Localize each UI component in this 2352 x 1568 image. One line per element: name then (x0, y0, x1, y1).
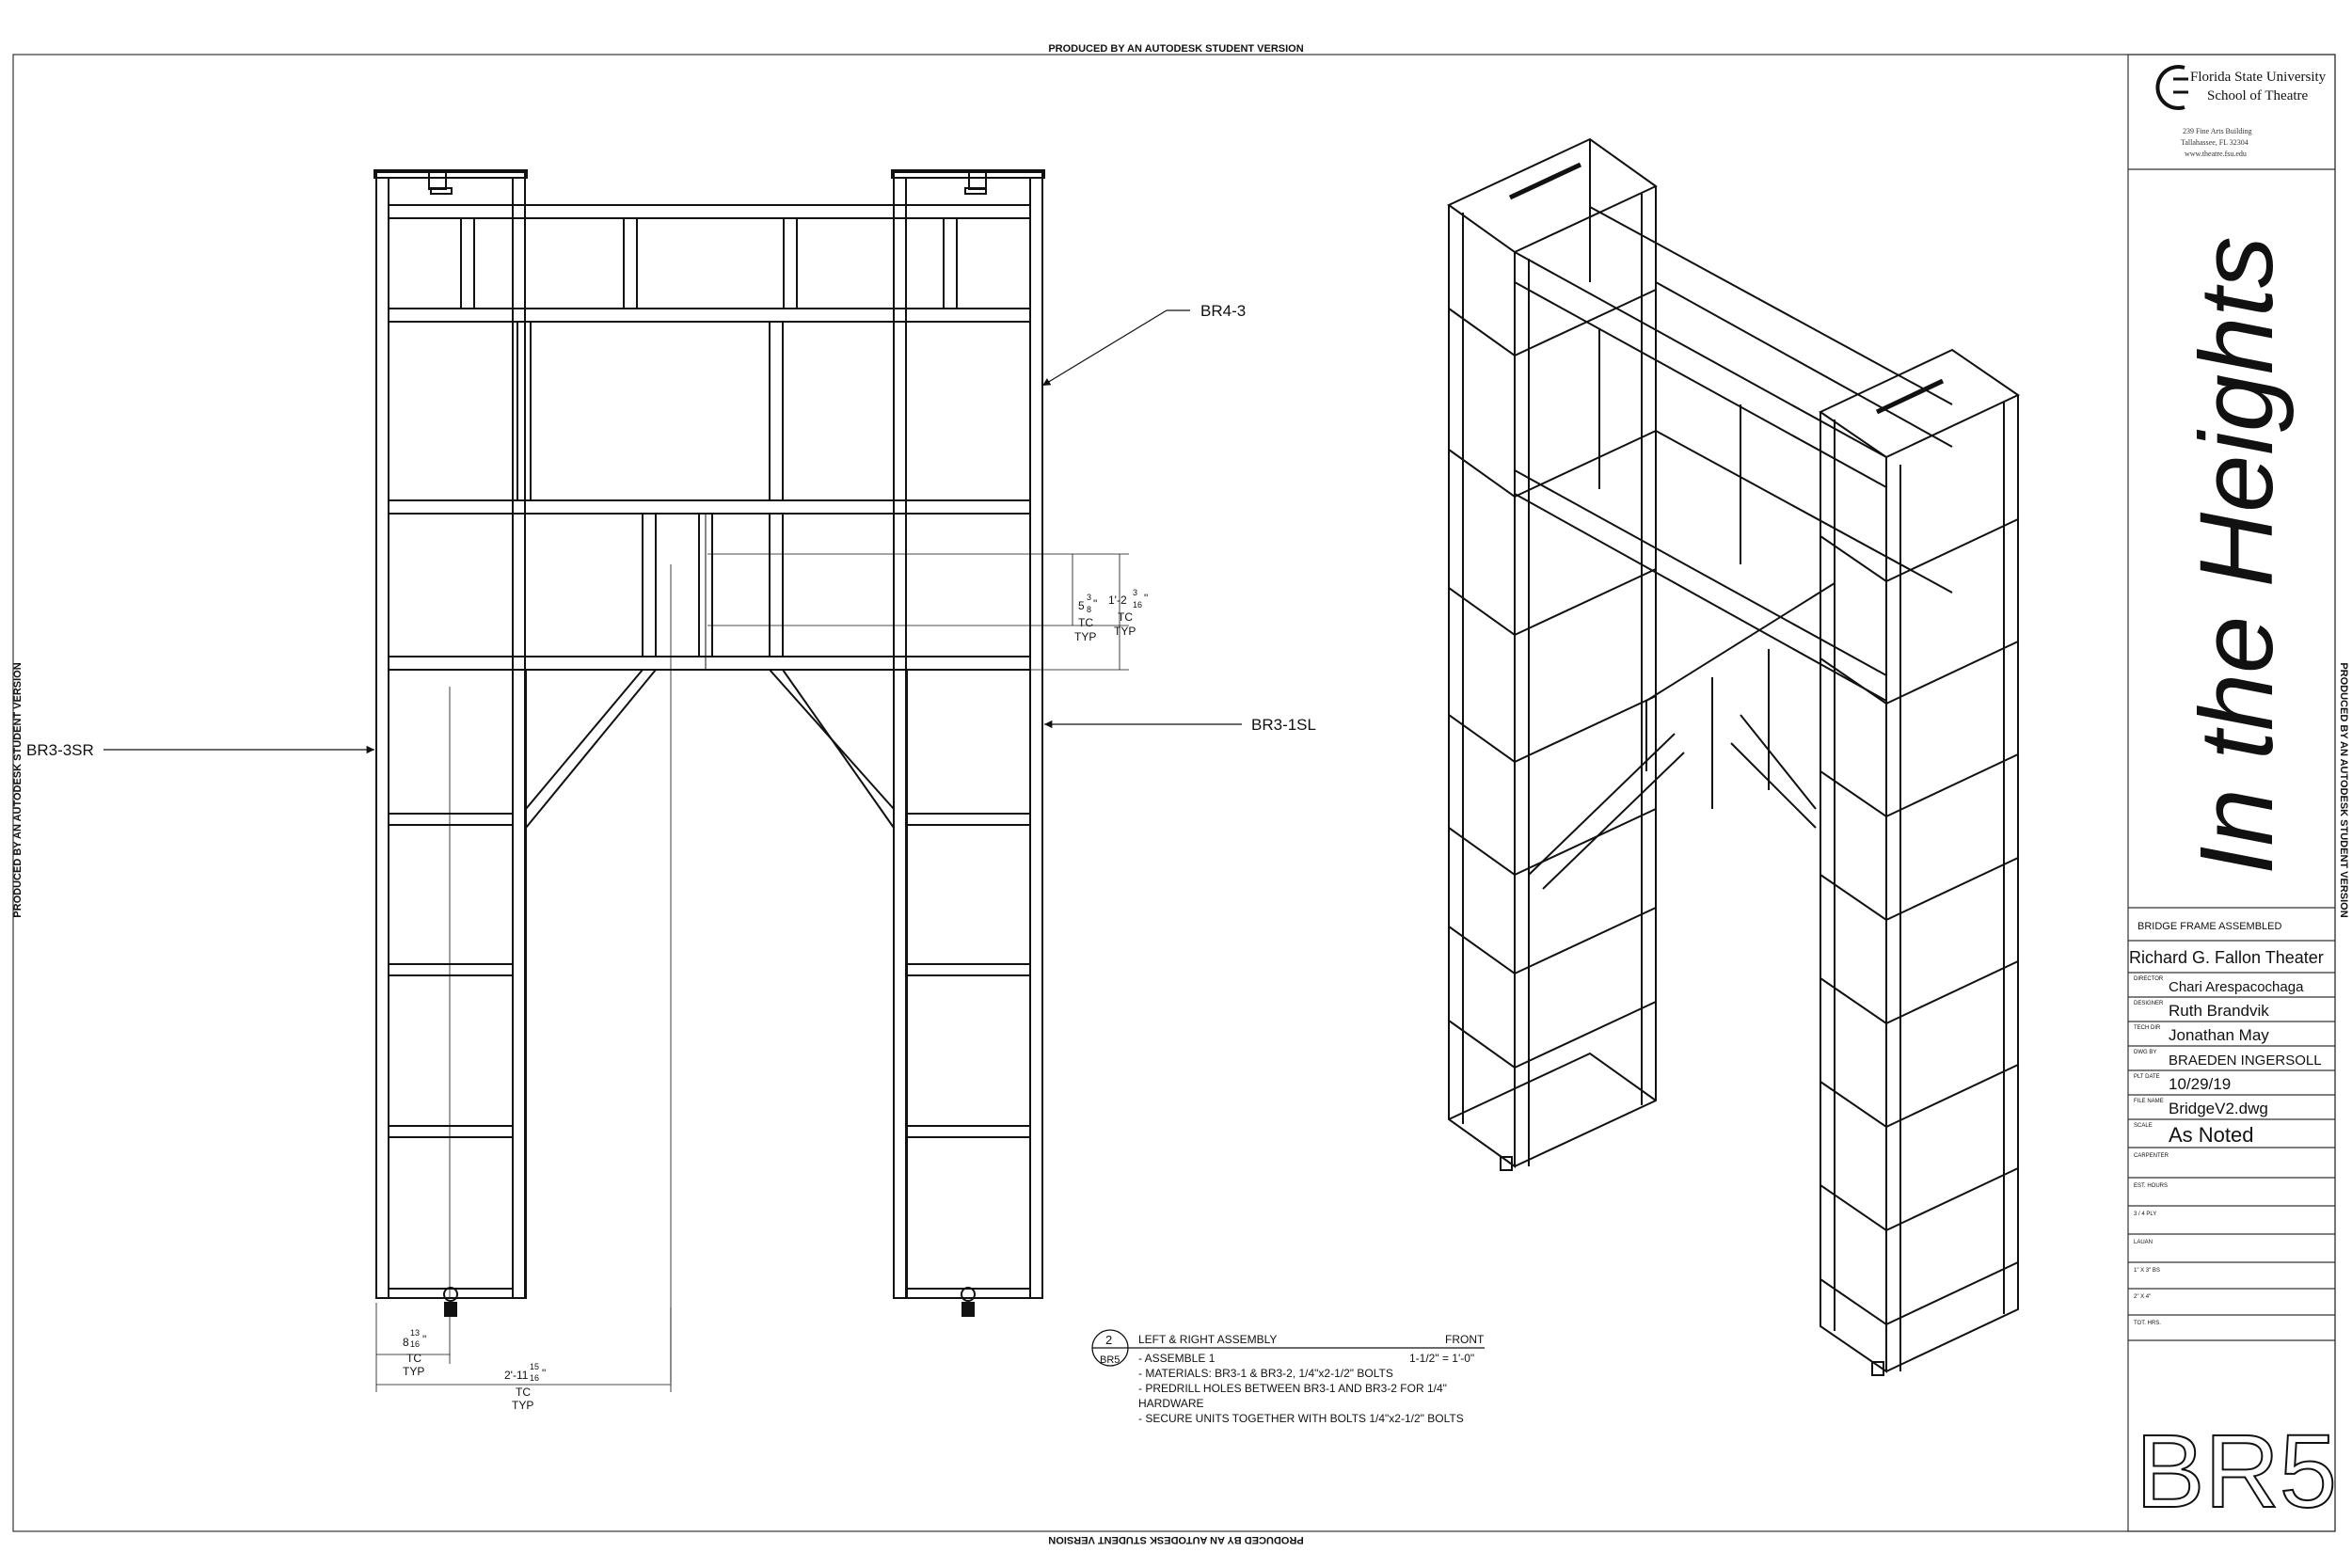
field-label-file-name: FILE NAME (2134, 1099, 2164, 1104)
callout-note: HARDWARE (1138, 1397, 1204, 1410)
front-view-leaders (103, 309, 1242, 1392)
svg-text:TC: TC (1118, 610, 1133, 624)
extra-field-label: CARPENTER (2134, 1153, 2169, 1159)
venue: Richard G. Fallon Theater (2129, 948, 2324, 967)
svg-text:": " (1093, 597, 1097, 610)
svg-text:1'-2: 1'-2 (1108, 594, 1127, 607)
field-value-file-name: BridgeV2.dwg (2169, 1100, 2268, 1117)
svg-text:15: 15 (530, 1362, 539, 1371)
svg-text:": " (422, 1333, 426, 1346)
label-br4-3: BR4-3 (1200, 302, 1246, 320)
watermark-top: PRODUCED BY AN AUTODESK STUDENT VERSION (1048, 43, 1303, 55)
field-label-dwg-by: DWG BY (2134, 1050, 2156, 1055)
address-3: www.theatre.fsu.edu (2185, 150, 2247, 158)
address-2: Tallahassee, FL 32304 (2181, 138, 2249, 147)
svg-text:TC: TC (406, 1352, 421, 1365)
dimension-inner-b: 1'-2 3 16 " TC TYP (1108, 588, 1148, 638)
extra-field-label: EST. HOURS (2134, 1183, 2168, 1189)
svg-text:TYP: TYP (403, 1365, 424, 1378)
fsu-logo-icon (2155, 65, 2188, 110)
callout-note: - ASSEMBLE 1 (1138, 1352, 1216, 1365)
extra-field-label: 3 / 4 PLY (2134, 1212, 2156, 1217)
field-value-tech-dir: Jonathan May (2169, 1026, 2269, 1044)
drawing-title: BRIDGE FRAME ASSEMBLED (2137, 921, 2281, 932)
dimension-bottom-a: 8 13 16 " TC TYP (403, 1328, 426, 1378)
svg-text:16: 16 (1133, 600, 1142, 610)
label-br3-3sr: BR3-3SR (26, 741, 94, 759)
svg-text:13: 13 (410, 1328, 420, 1338)
field-value-plt-date: 10/29/19 (2169, 1075, 2231, 1093)
callout-note: - MATERIALS: BR3-1 & BR3-2, 1/4"x2-1/2" … (1138, 1367, 1393, 1380)
svg-text:5: 5 (1078, 599, 1085, 612)
field-value-director: Chari Arespacochaga (2169, 979, 2304, 995)
callout-number: 2 (1105, 1333, 1112, 1347)
org-line2: School of Theatre (2207, 88, 2309, 103)
sheet-border (12, 54, 2336, 1532)
right-leg-frame (893, 171, 1043, 1299)
svg-text:3: 3 (1133, 588, 1137, 597)
watermark-bottom: PRODUCED BY AN AUTODESK STUDENT VERSION (1048, 1534, 1303, 1545)
callout-notes: - ASSEMBLE 1 - MATERIALS: BR3-1 & BR3-2,… (1138, 1352, 1464, 1425)
callout-title: LEFT & RIGHT ASSEMBLY (1138, 1333, 1277, 1346)
extra-field-label: 1" X 3" BS (2134, 1268, 2160, 1274)
dimension-inner-a: 5 3 8 " TC TYP (1074, 593, 1097, 643)
field-label-director: DIRECTOR (2134, 976, 2164, 982)
svg-text:3: 3 (1087, 593, 1091, 602)
svg-text:16: 16 (410, 1339, 420, 1349)
field-label-scale: SCALE (2134, 1123, 2153, 1129)
extra-field-label: TOT. HRS. (2134, 1321, 2161, 1326)
svg-text:16: 16 (530, 1373, 539, 1383)
extra-field-label: LAUAN (2134, 1240, 2153, 1245)
isometric-view (1447, 137, 2021, 1376)
extra-field-label: 2" X 4" (2134, 1294, 2151, 1300)
svg-text:": " (1144, 592, 1148, 605)
field-label-designer: DESIGNER (2134, 1001, 2164, 1006)
callout-note: - SECURE UNITS TOGETHER WITH BOLTS 1/4"x… (1138, 1412, 1464, 1425)
field-value-dwg-by: BRAEDEN INGERSOLL (2169, 1053, 2322, 1069)
show-title: In the Heights (2179, 236, 2295, 875)
callout-note: - PREDRILL HOLES BETWEEN BR3-1 AND BR3-2… (1138, 1382, 1447, 1395)
callout-view-type: FRONT (1445, 1333, 1485, 1346)
svg-text:TYP: TYP (1114, 625, 1136, 638)
sheet-number: BR5 (2136, 1414, 2337, 1529)
svg-text:": " (542, 1367, 546, 1380)
left-leg-frame (375, 171, 526, 1299)
field-value-designer: Ruth Brandvik (2169, 1002, 2269, 1020)
svg-text:8: 8 (403, 1336, 409, 1349)
address-1: 239 Fine Arts Building (2183, 127, 2252, 135)
svg-text:TC: TC (516, 1386, 531, 1399)
svg-text:2'-11: 2'-11 (504, 1369, 529, 1382)
svg-text:TC: TC (1078, 616, 1093, 629)
field-value-scale: As Noted (2169, 1123, 2254, 1147)
svg-text:TYP: TYP (1074, 630, 1096, 643)
label-br3-1sl: BR3-1SL (1251, 716, 1316, 734)
field-label-tech-dir: TECH DIR (2134, 1025, 2161, 1031)
org-line1: Florida State University (2190, 70, 2327, 85)
title-fields: DIRECTOR Chari Arespacochaga DESIGNER Ru… (2134, 976, 2322, 1147)
title-block (2127, 54, 2336, 1532)
field-label-plt-date: PLT DATE (2134, 1074, 2160, 1080)
title-extra-fields: CARPENTER EST. HOURS 3 / 4 PLY LAUAN 1" … (2134, 1153, 2169, 1326)
svg-text:TYP: TYP (512, 1399, 533, 1412)
dimension-bottom-b: 2'-11 15 16 " TC TYP (504, 1362, 546, 1412)
callout-sheet: BR5 (1100, 1354, 1120, 1366)
svg-text:8: 8 (1087, 605, 1091, 614)
front-elevation (373, 169, 1045, 1383)
watermark-left: PRODUCED BY AN AUTODESK STUDENT VERSION (12, 662, 24, 917)
watermark-right: PRODUCED BY AN AUTODESK STUDENT VERSION (2338, 662, 2349, 917)
view-callout (1091, 1329, 1485, 1367)
callout-scale: 1-1/2" = 1'-0" (1409, 1352, 1474, 1365)
